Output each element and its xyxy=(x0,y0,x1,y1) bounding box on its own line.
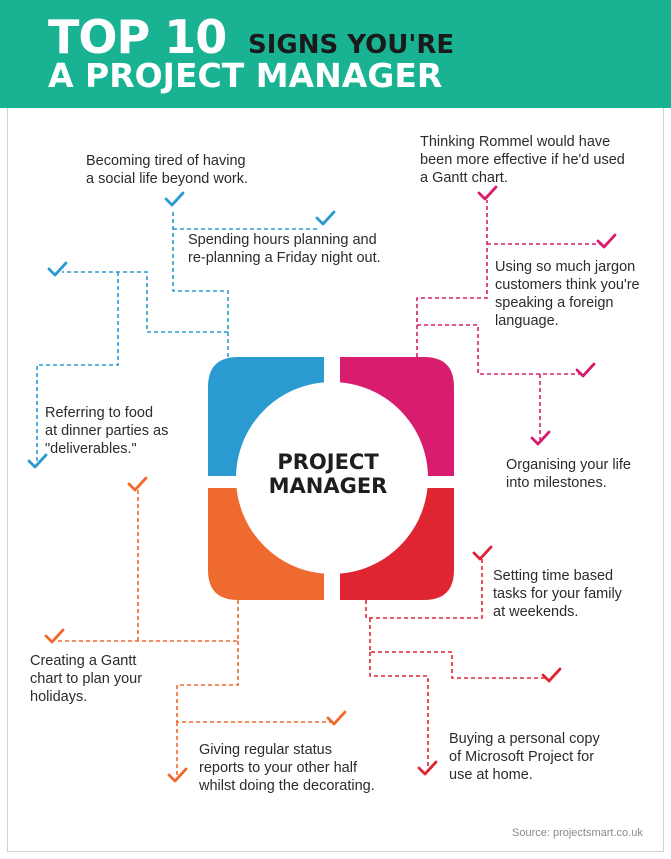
title-signs: SIGNS YOU'RE xyxy=(248,30,455,60)
check-icon xyxy=(575,362,596,378)
center-quadrants xyxy=(208,357,454,600)
check-icon xyxy=(477,185,498,201)
red-connectors xyxy=(365,556,548,768)
title-project-manager: A PROJECT MANAGER xyxy=(48,56,443,95)
check-icon xyxy=(164,191,185,207)
center-label: PROJECT MANAGER xyxy=(248,450,408,498)
check-icon xyxy=(596,233,617,249)
check-icon xyxy=(315,210,336,226)
check-icon xyxy=(541,667,562,683)
tip-friday-night: Spending hours planning and re-planning … xyxy=(188,232,381,266)
pink-connectors xyxy=(416,200,607,440)
title-top10: TOP 10 xyxy=(48,10,227,64)
tip-deliverables: Referring to food at dinner parties as "… xyxy=(45,405,169,457)
content-frame xyxy=(7,108,664,852)
check-icon xyxy=(44,628,65,644)
center-circle xyxy=(236,382,428,574)
tip-gantt-holidays: Creating a Gantt chart to plan your holi… xyxy=(30,653,143,705)
tip-jargon: Using so much jargon customers think you… xyxy=(495,259,640,329)
check-icon xyxy=(47,261,68,277)
check-icon xyxy=(417,760,438,776)
tip-ms-project: Buying a personal copy of Microsoft Proj… xyxy=(449,731,600,783)
source-credit: Source: projectsmart.co.uk xyxy=(512,827,643,839)
header-banner: TOP 10 SIGNS YOU'RE A PROJECT MANAGER xyxy=(0,0,671,108)
center-label-line2: MANAGER xyxy=(268,474,388,498)
orange-connectors xyxy=(55,490,337,776)
check-icon xyxy=(27,453,48,469)
tip-weekends: Setting time based tasks for your family… xyxy=(493,568,622,620)
tip-social-life: Becoming tired of having a social life b… xyxy=(86,153,248,187)
center-label-line1: PROJECT xyxy=(277,450,379,474)
tip-status-reports: Giving regular status reports to your ot… xyxy=(199,742,375,794)
check-icon xyxy=(167,767,188,783)
checkmarks xyxy=(27,185,617,783)
check-icon xyxy=(127,476,148,492)
blue-connectors xyxy=(36,212,320,462)
tip-milestones: Organising your life into milestones. xyxy=(506,457,631,491)
check-icon xyxy=(326,710,347,726)
tip-rommel: Thinking Rommel would have been more eff… xyxy=(420,134,625,186)
check-icon xyxy=(472,545,493,561)
check-icon xyxy=(530,430,551,446)
